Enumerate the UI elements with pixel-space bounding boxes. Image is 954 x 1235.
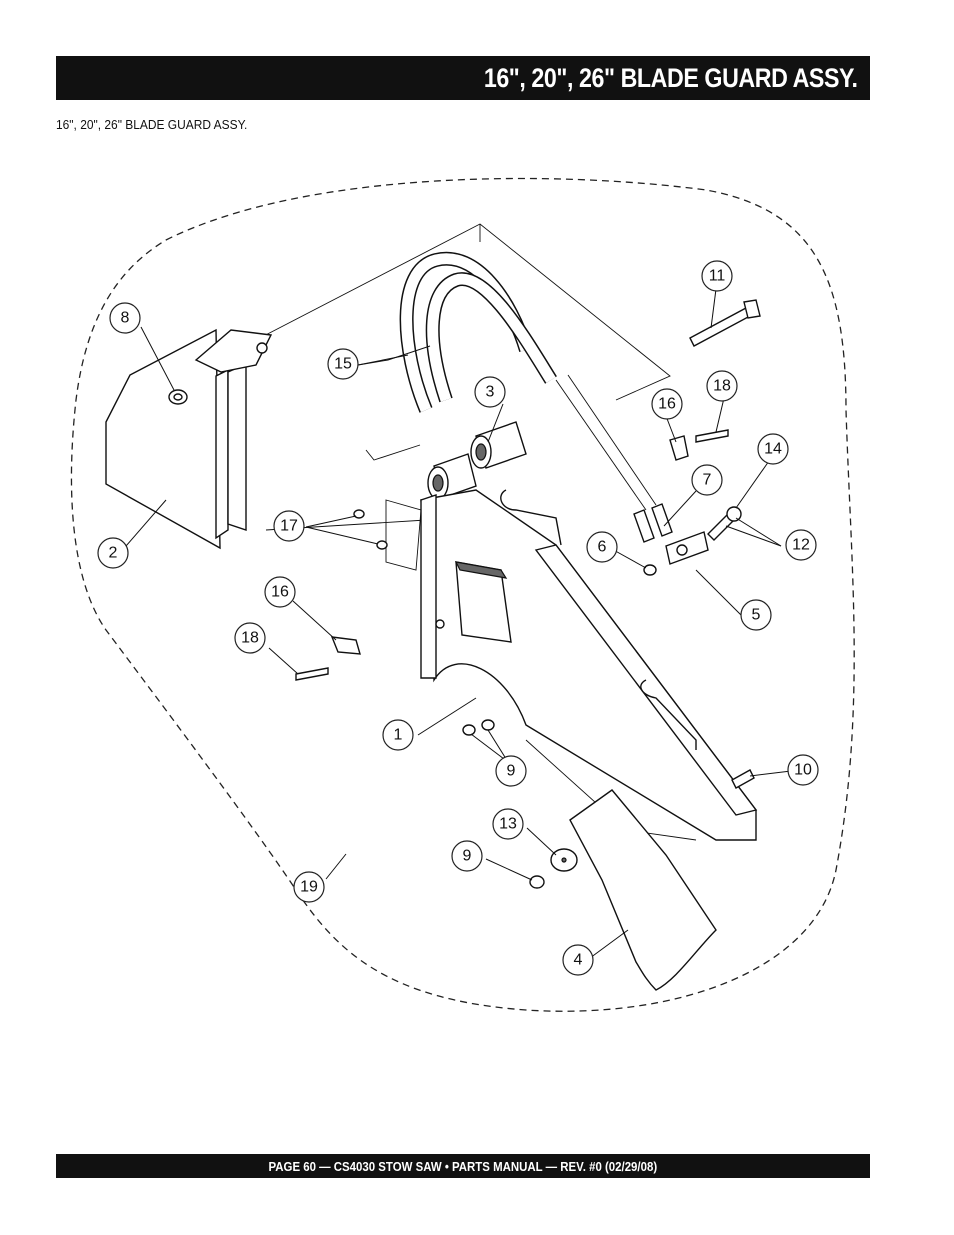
svg-text:16: 16 <box>658 396 676 413</box>
rubber-flap <box>569 789 717 991</box>
svg-text:7: 7 <box>703 472 712 489</box>
callout-19: 19 <box>293 871 325 903</box>
svg-text:18: 18 <box>241 630 259 647</box>
callout-10: 10 <box>787 754 819 786</box>
svg-text:4: 4 <box>574 952 583 969</box>
svg-text:15: 15 <box>334 356 352 373</box>
callout-5: 5 <box>740 599 772 631</box>
callout-16-upper: 16 <box>651 388 683 420</box>
svg-text:11: 11 <box>709 268 726 285</box>
main-blade-guard <box>420 489 758 841</box>
svg-text:6: 6 <box>598 539 607 556</box>
svg-text:5: 5 <box>752 607 761 624</box>
callout-12: 12 <box>785 529 817 561</box>
hex-nut-8 <box>168 389 188 405</box>
svg-text:9: 9 <box>463 848 472 865</box>
screw-10 <box>731 769 755 789</box>
kit-boundary <box>70 177 855 1012</box>
callout-15: 15 <box>327 348 359 380</box>
callout-7: 7 <box>691 464 723 496</box>
callout-2: 2 <box>97 537 129 569</box>
callout-9-lower: 9 <box>451 840 483 872</box>
svg-text:16: 16 <box>271 584 289 601</box>
bolt-11 <box>689 299 761 347</box>
page-footer-bar: PAGE 60 — CS4030 STOW SAW • PARTS MANUAL… <box>56 1154 870 1178</box>
callout-9-upper: 9 <box>495 755 527 787</box>
callout-3: 3 <box>474 376 506 408</box>
svg-text:18: 18 <box>713 378 731 395</box>
spacer-tubes <box>427 421 527 500</box>
callout-13: 13 <box>492 808 524 840</box>
svg-text:14: 14 <box>764 441 782 458</box>
svg-text:8: 8 <box>121 310 130 327</box>
svg-text:17: 17 <box>280 518 298 535</box>
water-hoses <box>399 251 657 511</box>
svg-text:1: 1 <box>394 727 403 744</box>
page-header-bar: 16", 20", 26" BLADE GUARD ASSY. <box>56 56 870 100</box>
svg-text:12: 12 <box>792 537 810 554</box>
callout-4: 4 <box>562 944 594 976</box>
callout-18-lower: 18 <box>234 622 266 654</box>
callout-17: 17 <box>273 510 305 542</box>
callout-1: 1 <box>382 719 414 751</box>
washer-13 <box>550 848 578 872</box>
callout-18-upper: 18 <box>706 370 738 402</box>
callout-8: 8 <box>109 302 141 334</box>
callout-11: 11 <box>701 260 733 292</box>
section-subtitle: 16", 20", 26" BLADE GUARD ASSY. <box>56 117 248 132</box>
callout-16-lower: 16 <box>264 576 296 608</box>
hose-clamp-16-upper <box>669 435 689 461</box>
page-title: 16", 20", 26" BLADE GUARD ASSY. <box>484 62 858 93</box>
svg-text:9: 9 <box>507 763 516 780</box>
svg-text:2: 2 <box>109 545 118 562</box>
callout-14: 14 <box>757 433 789 465</box>
bolt-18-upper <box>695 429 729 443</box>
svg-text:3: 3 <box>486 384 495 401</box>
callout-6: 6 <box>586 531 618 563</box>
hose-clamp-16-lower <box>330 636 361 655</box>
exploded-parts-diagram: 1 2 3 4 5 6 7 8 9 9 10 11 12 13 14 15 16 <box>70 177 855 1012</box>
nuts-17 <box>353 509 388 550</box>
bolt-18-lower <box>295 667 329 681</box>
leader-lines <box>125 288 792 959</box>
rear-guard-plates <box>105 328 273 550</box>
footer-text: PAGE 60 — CS4030 STOW SAW • PARTS MANUAL… <box>268 1158 658 1174</box>
nut-9-lower <box>529 875 545 889</box>
water-manifold <box>633 503 742 576</box>
svg-text:19: 19 <box>300 879 318 896</box>
svg-text:10: 10 <box>794 762 812 779</box>
svg-text:13: 13 <box>499 816 517 833</box>
